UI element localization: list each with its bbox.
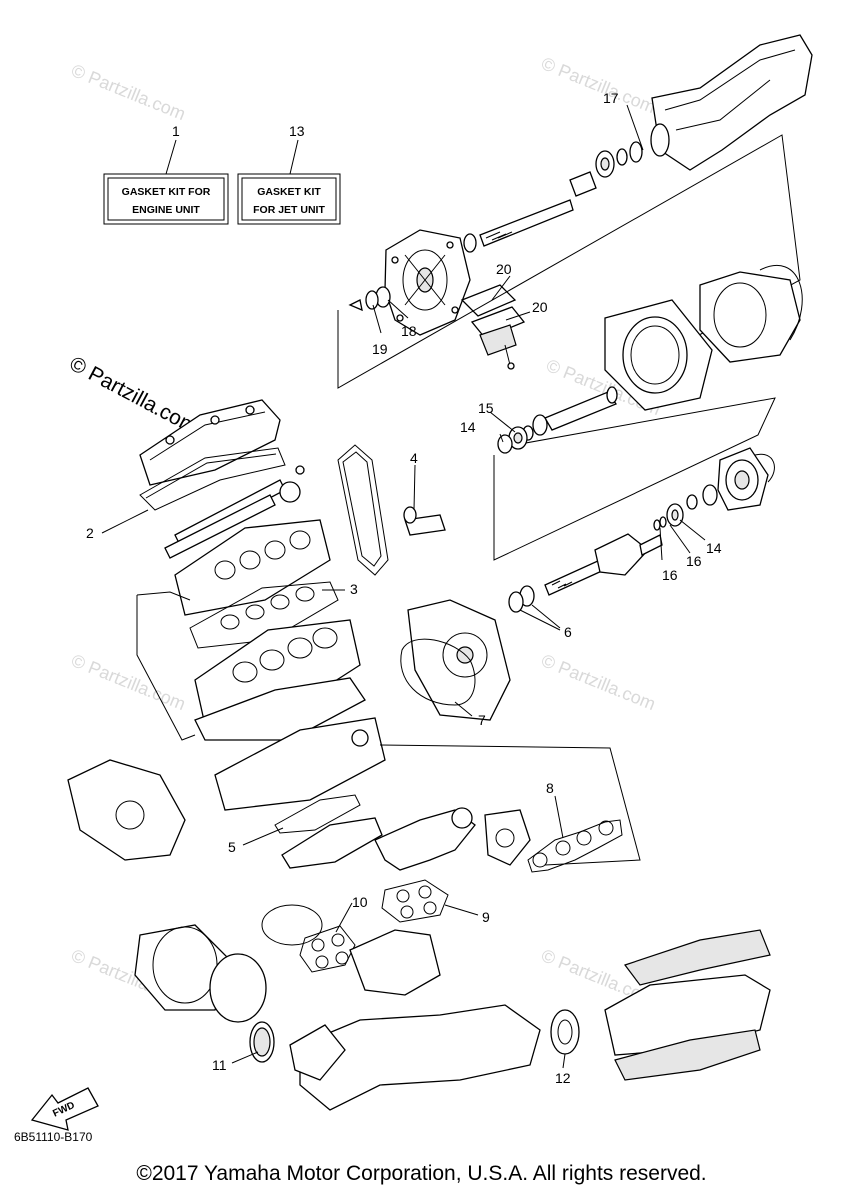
oil-pan-gasket-5: [274, 794, 383, 869]
watermark: © Partzilla.com: [69, 650, 189, 714]
watermark-main: © Partzilla.com: [66, 352, 202, 439]
svg-text:GASKET KIT: GASKET KIT: [257, 186, 321, 198]
callout-16b: 16: [662, 567, 678, 583]
cover-gasket-7: [400, 638, 476, 706]
gasket-kit-engine-label: GASKET KIT FOR ENGINE UNIT: [103, 173, 229, 225]
callout-12: 12: [555, 1070, 571, 1086]
timing-chain: [337, 444, 389, 576]
jet-nozzle-assembly: [569, 34, 813, 197]
callout-9: 9: [482, 909, 490, 925]
callout-15: 15: [478, 400, 494, 416]
watermark: © Partzilla.com: [539, 650, 659, 714]
drive-shaft-lower: [544, 533, 663, 596]
exhaust-chamber: [134, 924, 441, 1023]
side-cover: [67, 759, 186, 861]
chain-tensioner-4: [403, 506, 446, 536]
callout-3: 3: [350, 581, 358, 597]
callout-14a: 14: [460, 419, 476, 435]
exhaust-manifold: [374, 807, 531, 871]
jet-pump-housing: [699, 264, 803, 363]
intermediate-housing: [604, 299, 713, 411]
svg-text:GASKET KIT FOR: GASKET KIT FOR: [122, 186, 211, 198]
callout-11: 11: [212, 1057, 227, 1073]
callout-numbers: 1 13 17 20 20 18 19 15 14 4 2 3 14 16 16…: [86, 90, 722, 1086]
muffler: [604, 929, 771, 1081]
exhaust-gasket-10: [299, 925, 356, 973]
gasket-kit-jet-label: GASKET KIT FOR JET UNIT: [237, 173, 341, 225]
figure-code: 6B51110-B170: [14, 1130, 93, 1144]
callout-20a: 20: [496, 261, 512, 277]
drive-shaft-upper: [463, 199, 574, 253]
callout-20b: 20: [532, 299, 548, 315]
impeller-housing: [384, 229, 471, 336]
exhaust-flange-gasket-12: [550, 1009, 580, 1055]
callout-8: 8: [546, 780, 554, 796]
shaft-sleeve: [497, 386, 618, 454]
generator-cover: [407, 599, 511, 721]
callout-7: 7: [478, 712, 486, 728]
bearing-housing-right: [653, 447, 775, 531]
head-cover-gasket-2: [139, 447, 286, 511]
cover-plate-gaskets-20: [460, 284, 526, 370]
callout-10: 10: [352, 894, 368, 910]
manifold-gasket-9: [381, 879, 449, 923]
watermark: © Partzilla.com: [539, 53, 659, 117]
callout-17: 17: [603, 90, 619, 106]
exhaust-pipe: [249, 1004, 541, 1111]
watermark: © Partzilla.com: [69, 60, 189, 124]
seals-18-19: [348, 286, 391, 312]
cylinder-head-cover: [139, 399, 281, 486]
callout-1: 1: [172, 123, 180, 139]
callout-13: 13: [289, 123, 305, 139]
exhaust-clamp-band: [261, 904, 323, 946]
oil-seals-6: [508, 585, 535, 613]
callout-2: 2: [86, 525, 94, 541]
callout-19: 19: [372, 341, 388, 357]
svg-text:FOR JET UNIT: FOR JET UNIT: [253, 204, 325, 216]
callout-18: 18: [401, 323, 417, 339]
callout-4: 4: [410, 450, 418, 466]
camshafts: [164, 465, 305, 559]
fwd-direction-arrow: FWD: [30, 1087, 99, 1131]
callout-14b: 14: [706, 540, 722, 556]
callout-6: 6: [564, 624, 572, 640]
callout-5: 5: [228, 839, 236, 855]
crankcase-upper: [194, 677, 366, 741]
copyright-notice: ©2017 Yamaha Motor Corporation, U.S.A. A…: [136, 1162, 707, 1185]
exhaust-gasket-8: [527, 819, 623, 873]
head-gasket-3: [189, 581, 339, 649]
svg-text:ENGINE UNIT: ENGINE UNIT: [132, 204, 200, 216]
cylinder-head: [174, 519, 331, 616]
callout-16a: 16: [686, 553, 702, 569]
crankcase-lower: [214, 717, 386, 811]
